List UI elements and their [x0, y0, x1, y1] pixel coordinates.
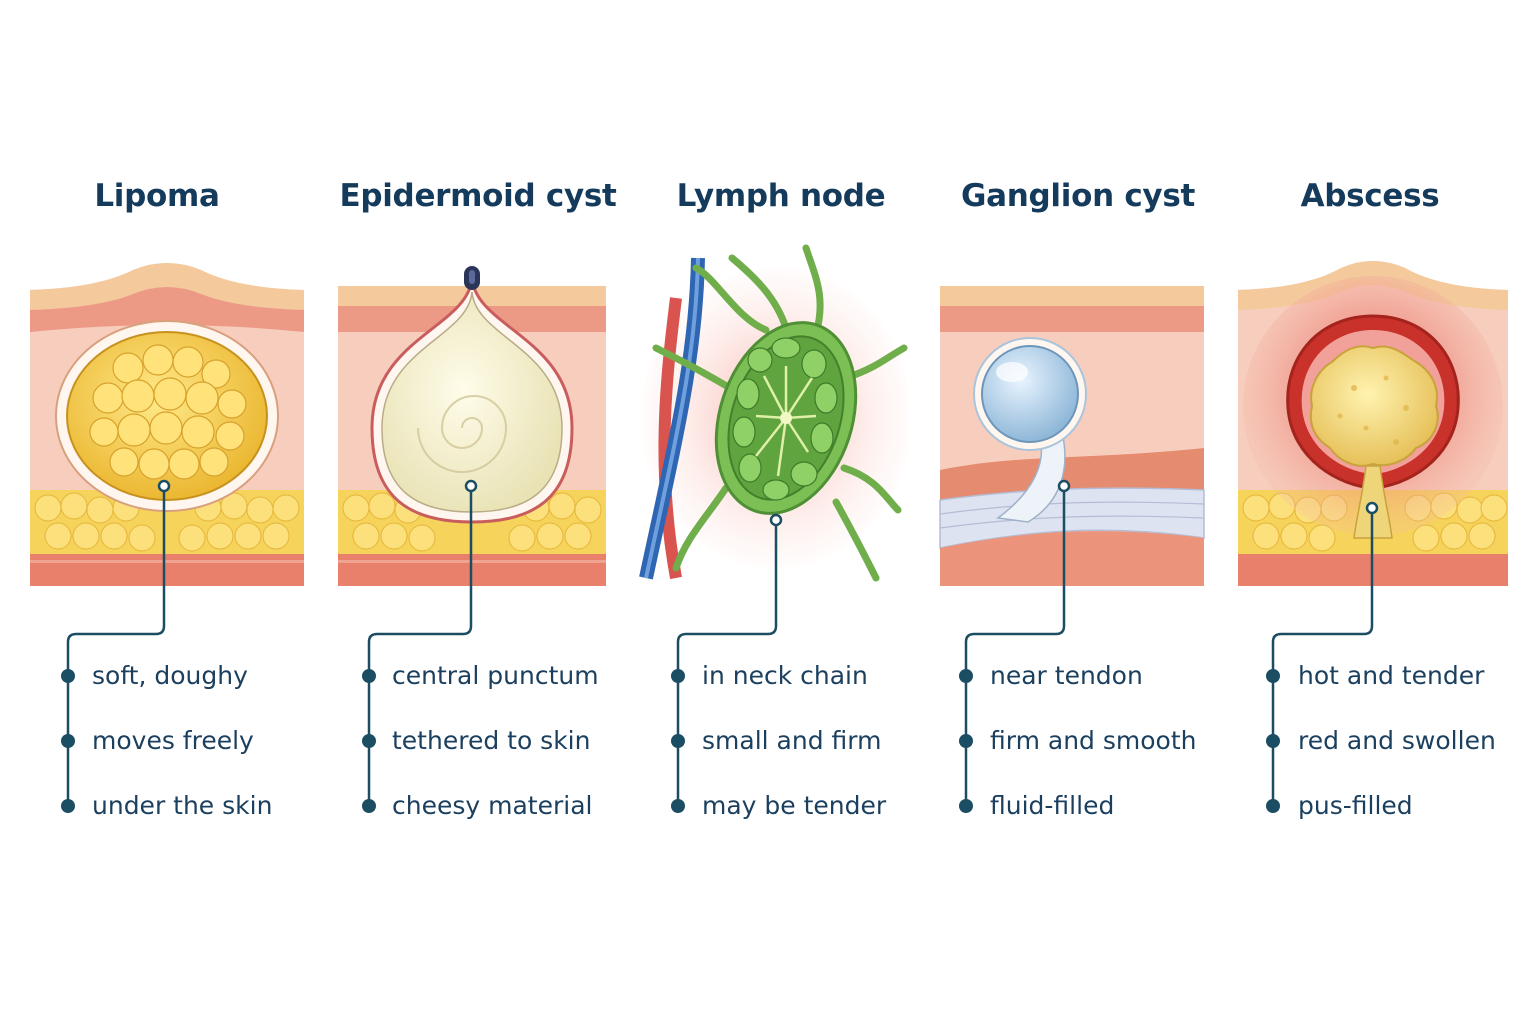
lipoma-illustration-icon	[28, 238, 306, 590]
abscess-feature-1: hot and tender	[1298, 661, 1485, 690]
epidermoid-cyst-feature-3: cheesy material	[392, 791, 593, 820]
lymph-node-feature-2: small and firm	[702, 726, 882, 755]
title-lymph-node: Lymph node	[676, 178, 886, 214]
title-lipoma: Lipoma	[94, 178, 220, 214]
ganglion-cyst-feature-1: near tendon	[990, 661, 1143, 690]
lymph-node-feature-3: may be tender	[702, 791, 887, 820]
ganglion-cyst-illustration-icon	[938, 238, 1206, 590]
abscess-illustration-icon	[1236, 238, 1510, 590]
title-abscess: Abscess	[1300, 178, 1440, 214]
ganglion-cyst-feature-3: fluid-filled	[990, 791, 1115, 820]
lymph-node-illustration-icon	[636, 238, 908, 590]
epidermoid-cyst-illustration-icon	[336, 238, 608, 590]
title-ganglion-cyst: Ganglion cyst	[961, 178, 1195, 214]
title-epidermoid-cyst: Epidermoid cyst	[339, 178, 617, 214]
lipoma-feature-2: moves freely	[92, 726, 254, 755]
abscess-feature-2: red and swollen	[1298, 726, 1496, 755]
lipoma-feature-3: under the skin	[92, 791, 273, 820]
epidermoid-cyst-feature-2: tethered to skin	[392, 726, 591, 755]
lipoma-feature-1: soft, doughy	[92, 661, 248, 690]
epidermoid-cyst-feature-1: central punctum	[392, 661, 599, 690]
lymph-node-feature-1: in neck chain	[702, 661, 868, 690]
abscess-feature-3: pus-filled	[1298, 791, 1413, 820]
ganglion-cyst-feature-2: firm and smooth	[990, 726, 1197, 755]
